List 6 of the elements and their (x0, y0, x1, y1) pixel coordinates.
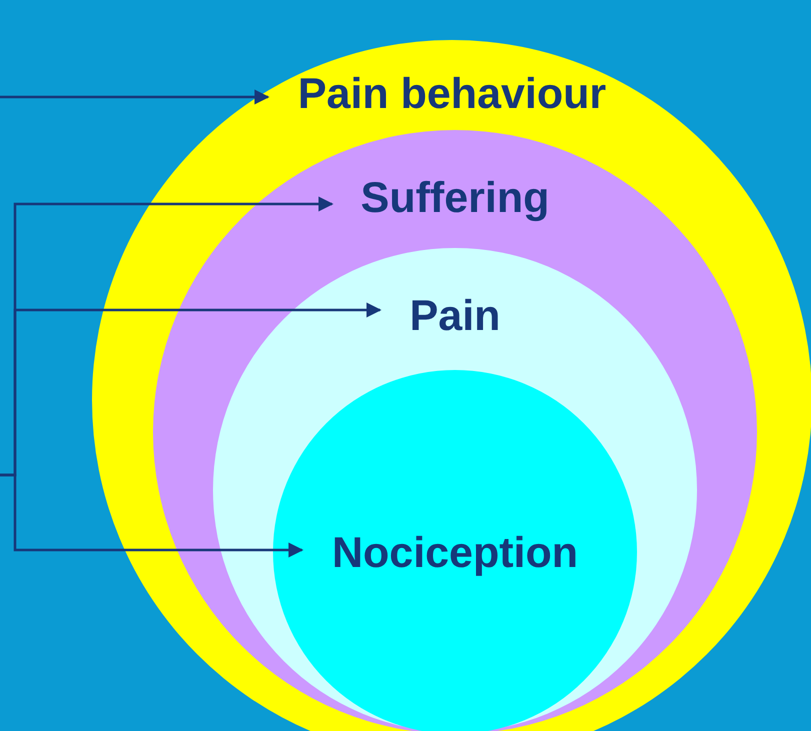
layer-label: Pain behaviour (298, 73, 606, 116)
layer-label: Nociception (332, 532, 578, 575)
layer-label: Suffering (360, 177, 550, 220)
arrow (0, 90, 270, 104)
arrow (0, 474, 304, 558)
layer-label: Pain (410, 295, 500, 338)
